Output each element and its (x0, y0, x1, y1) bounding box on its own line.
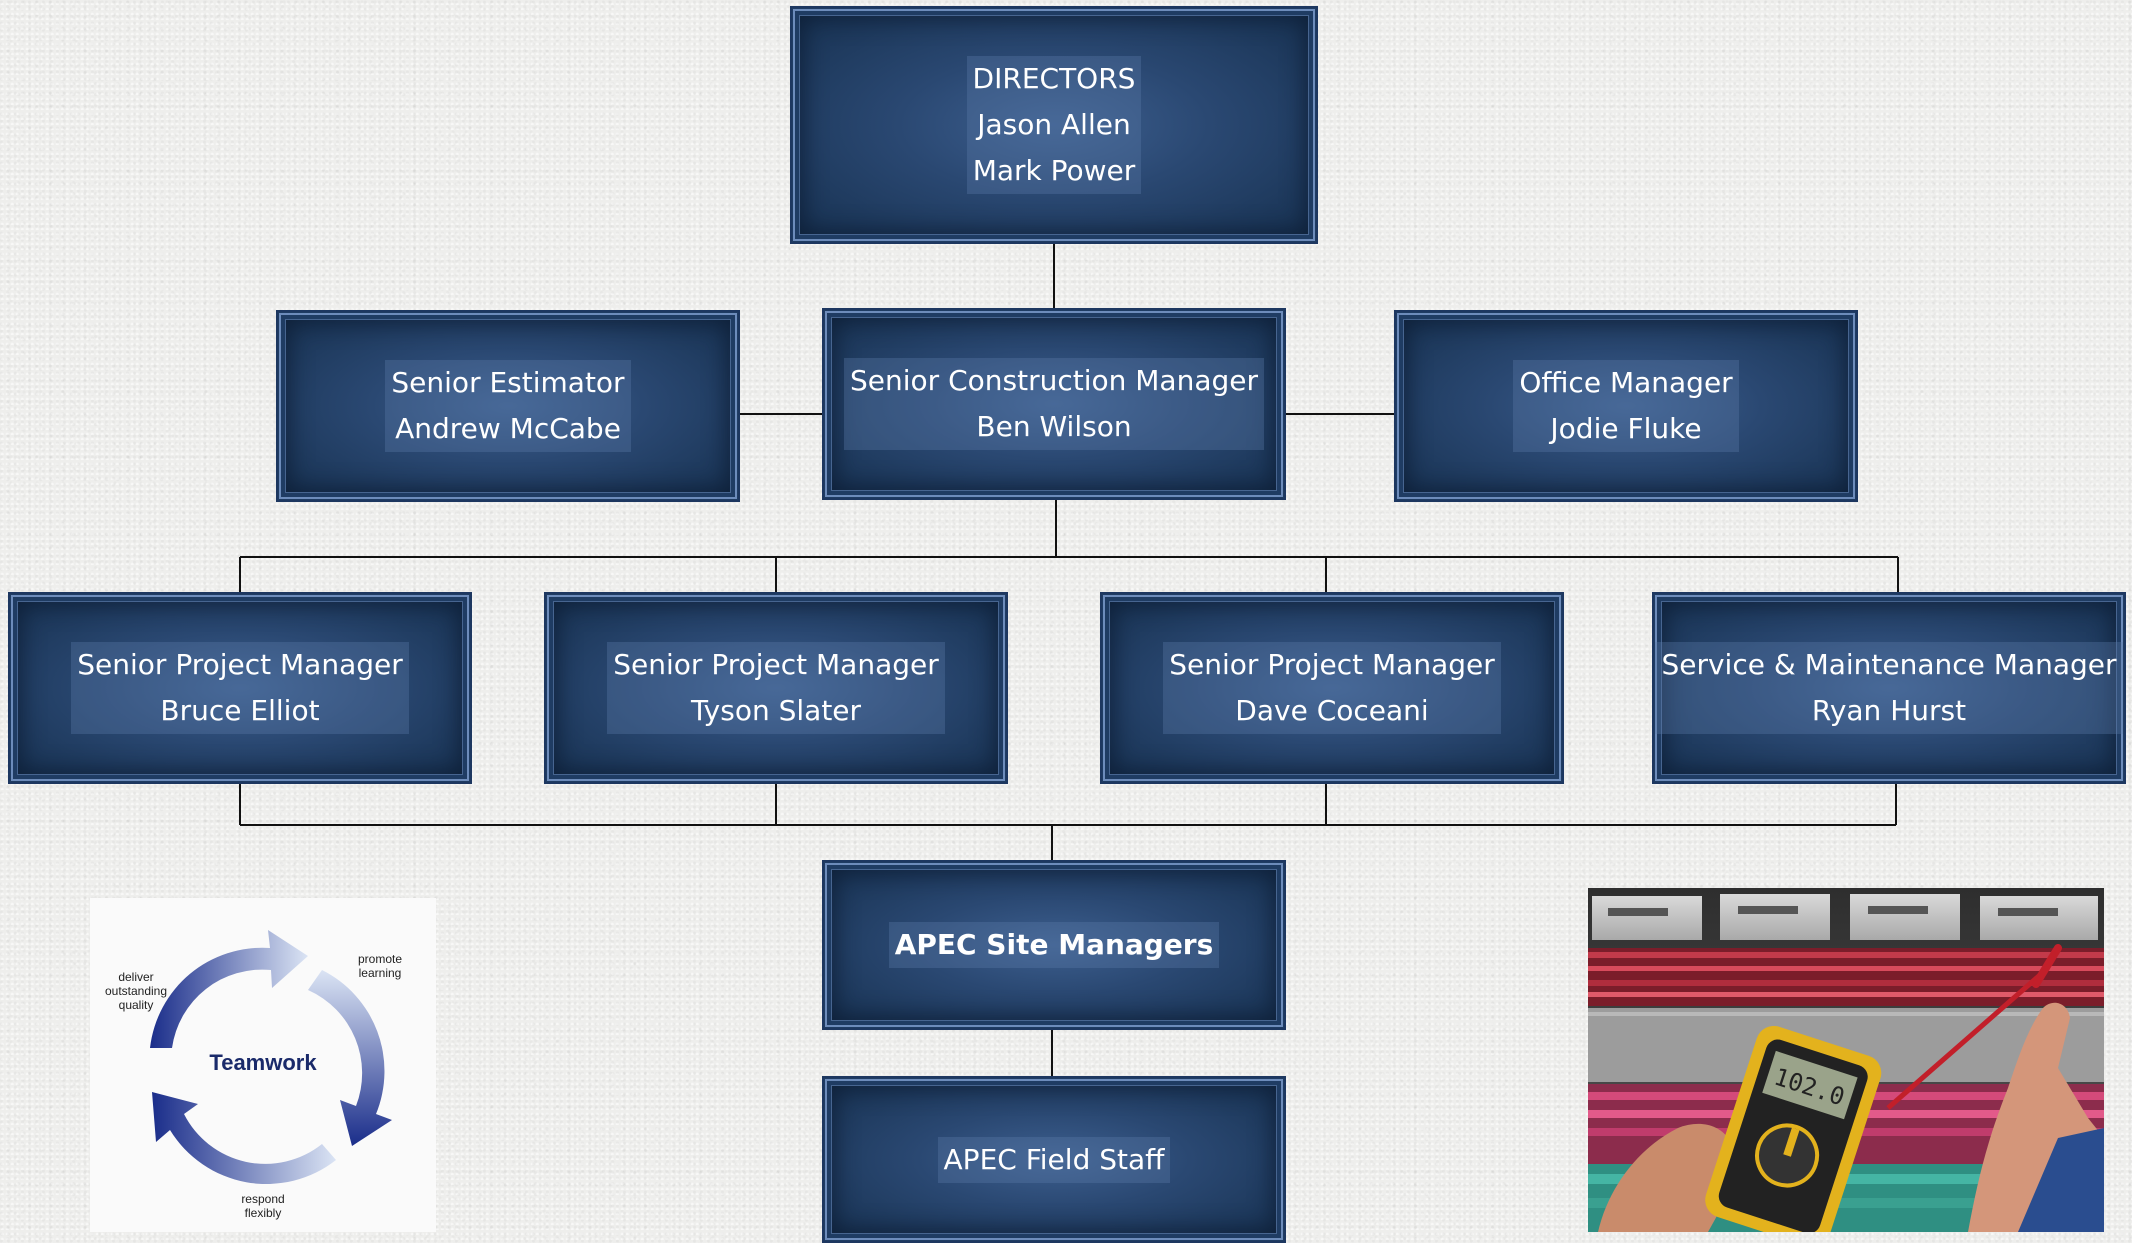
office-manager-box: Office Manager Jodie Fluke (1394, 310, 1858, 502)
cycle-arrow-right (308, 970, 392, 1146)
senior-project-manager-text-1: Senior Project Manager Bruce Elliot (71, 642, 409, 734)
senior-project-manager-text-3: Senior Project Manager Dave Coceani (1163, 642, 1501, 734)
senior-construction-manager-title: Senior Construction Manager (850, 364, 1258, 397)
multimeter-photo-illustration: 102.0 (1588, 888, 2104, 1232)
site-managers-text: APEC Site Managers (888, 922, 1220, 968)
teamwork-cycle-graphic: deliver outstanding quality promote lear… (90, 898, 436, 1232)
teamwork-label-top-left-line-2: outstanding (104, 984, 168, 998)
office-manager-text: Office Manager Jodie Fluke (1513, 360, 1739, 452)
site-managers-box: APEC Site Managers (822, 860, 1286, 1030)
senior-estimator-name: Andrew McCabe (395, 412, 621, 445)
service-maintenance-manager-name: Ryan Hurst (1811, 694, 1967, 727)
teamwork-label-top-left: deliver outstanding quality (104, 970, 168, 1012)
senior-construction-manager-box: Senior Construction Manager Ben Wilson (822, 308, 1286, 500)
senior-project-manager-title-1: Senior Project Manager (77, 648, 403, 681)
field-staff-label: APEC Field Staff (943, 1142, 1165, 1176)
senior-project-manager-title-2: Senior Project Manager (613, 648, 939, 681)
senior-construction-manager-name: Ben Wilson (976, 410, 1132, 443)
senior-project-manager-box-1: Senior Project Manager Bruce Elliot (8, 592, 472, 784)
director-name-2: Mark Power (972, 154, 1136, 187)
senior-project-manager-text-2: Senior Project Manager Tyson Slater (607, 642, 945, 734)
right-sleeve (2018, 1128, 2104, 1232)
service-maintenance-manager-title: Service & Maintenance Manager (1661, 648, 2117, 681)
senior-project-manager-title-3: Senior Project Manager (1169, 648, 1495, 681)
senior-project-manager-name-2: Tyson Slater (690, 694, 862, 727)
senior-estimator-box: Senior Estimator Andrew McCabe (276, 310, 740, 502)
probe-tip (2032, 944, 2062, 988)
field-staff-text: APEC Field Staff (937, 1136, 1171, 1183)
teamwork-label-top-left-line-1: deliver (118, 970, 154, 984)
teamwork-label-top-left-line-3: quality (118, 998, 154, 1012)
teamwork-label-bottom-line-1: respond (241, 1192, 285, 1206)
service-maintenance-manager-box: Service & Maintenance Manager Ryan Hurst (1652, 592, 2126, 784)
cycle-arrow-bottom (152, 1092, 336, 1184)
probe-lead (1886, 966, 2050, 1110)
office-manager-name: Jodie Fluke (1550, 412, 1702, 445)
senior-project-manager-name-1: Bruce Elliot (160, 694, 320, 727)
director-name-1: Jason Allen (977, 108, 1131, 141)
site-managers-label: APEC Site Managers (894, 928, 1214, 961)
left-hand (1598, 1123, 1738, 1232)
senior-project-manager-box-3: Senior Project Manager Dave Coceani (1100, 592, 1564, 784)
directors-text: DIRECTORS Jason Allen Mark Power (966, 56, 1142, 194)
teamwork-center-label: Teamwork (209, 1050, 317, 1075)
directors-heading: DIRECTORS (972, 62, 1136, 95)
senior-estimator-title: Senior Estimator (391, 366, 625, 399)
red-wire-band (1588, 948, 2104, 1006)
multimeter-electrical-panel-photo: 102.0 (1588, 888, 2104, 1232)
office-manager-title: Office Manager (1519, 366, 1733, 399)
senior-estimator-text: Senior Estimator Andrew McCabe (385, 360, 631, 452)
field-staff-box: APEC Field Staff (822, 1076, 1286, 1243)
senior-project-manager-name-3: Dave Coceani (1235, 694, 1429, 727)
teamwork-label-bottom: respond flexibly (228, 1192, 298, 1220)
breaker-modules (1592, 894, 2098, 940)
teamwork-cycle-arrows (150, 930, 392, 1184)
cycle-arrow-top (150, 930, 308, 1048)
service-maintenance-manager-text: Service & Maintenance Manager Ryan Hurst (1655, 642, 2123, 734)
teamwork-label-bottom-line-2: flexibly (244, 1206, 282, 1220)
teamwork-label-top-right: promote learning (350, 952, 410, 980)
teamwork-label-top-right-line-2: learning (358, 966, 402, 980)
teamwork-label-top-right-line-1: promote (357, 952, 403, 966)
multimeter-device: 102.0 (1705, 1025, 1882, 1232)
senior-construction-manager-text: Senior Construction Manager Ben Wilson (844, 358, 1264, 450)
senior-project-manager-box-2: Senior Project Manager Tyson Slater (544, 592, 1008, 784)
directors-box: DIRECTORS Jason Allen Mark Power (790, 6, 1318, 244)
